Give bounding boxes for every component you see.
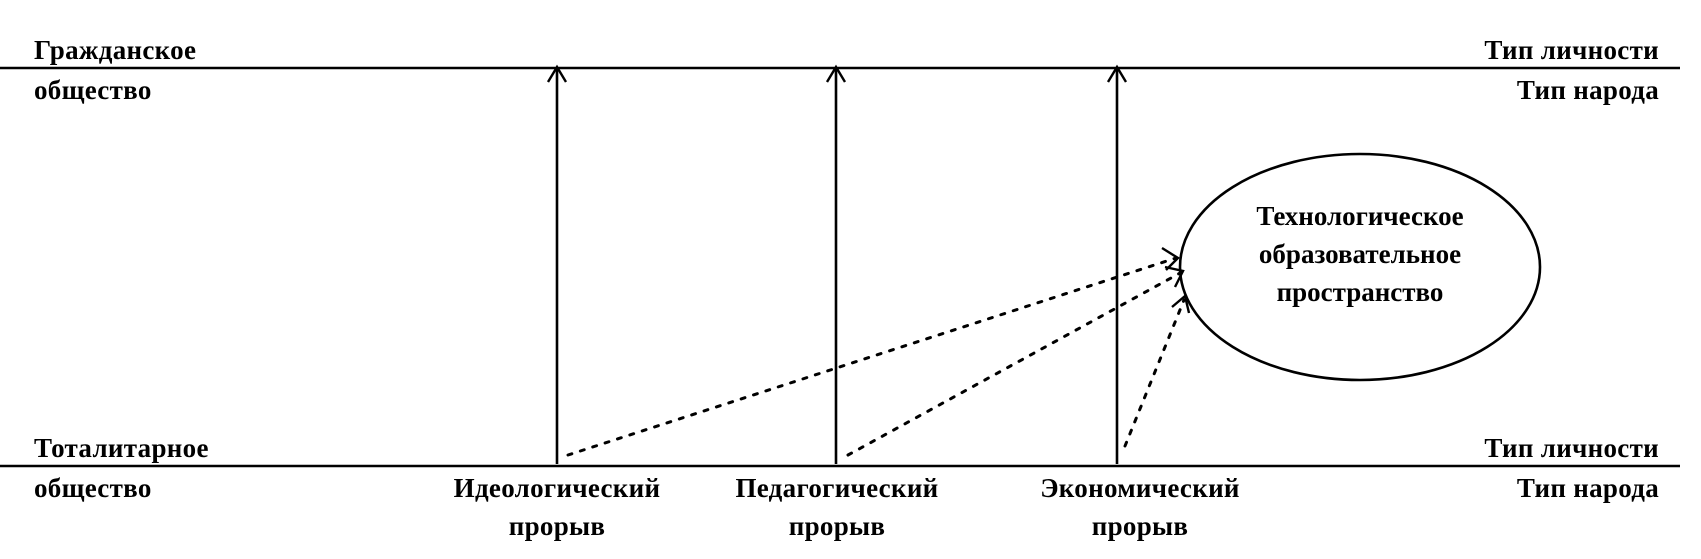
economic-breakthrough-line2: прорыв bbox=[1091, 511, 1189, 541]
pedagogical-breakthrough-label: Педагогический прорыв bbox=[672, 472, 1002, 542]
bottom-right-label-line1: Тип личности bbox=[1484, 433, 1659, 463]
top-right-label-line2: Тип народа bbox=[1516, 75, 1659, 105]
top-left-label-line2: общество bbox=[34, 75, 152, 105]
top-right-label-line1: Тип личности bbox=[1484, 35, 1659, 65]
technological-space-ellipse bbox=[1178, 152, 1542, 382]
ideological-breakthrough-line2: прорыв bbox=[508, 511, 606, 541]
vertical-arrow-pedagogical bbox=[825, 64, 847, 464]
technological-space-line2: образовательное bbox=[1258, 239, 1462, 269]
technological-space-label: Технологическое образовательное простран… bbox=[1215, 197, 1505, 311]
bottom-left-label-line2: общество bbox=[34, 473, 152, 503]
economic-breakthrough-label: Экономический прорыв bbox=[975, 472, 1305, 542]
technological-space-line1: Технологическое bbox=[1256, 201, 1464, 231]
ideological-breakthrough-label: Идеологический прорыв bbox=[392, 472, 722, 542]
ideological-breakthrough-line1: Идеологический bbox=[453, 473, 661, 503]
dotted-arrow-economic bbox=[1123, 293, 1191, 448]
economic-breakthrough-line1: Экономический bbox=[1040, 473, 1240, 503]
dotted-arrow-ideological bbox=[566, 246, 1180, 457]
top-left-label-line1: Гражданское bbox=[34, 35, 197, 65]
vertical-arrow-ideological bbox=[546, 64, 568, 464]
dotted-arrow-pedagogical bbox=[846, 265, 1185, 457]
bottom-right-label-line2: Тип народа bbox=[1516, 473, 1659, 503]
bottom-left-label-line1: Тоталитарное bbox=[34, 433, 209, 463]
pedagogical-breakthrough-line2: прорыв bbox=[788, 511, 886, 541]
pedagogical-breakthrough-line1: Педагогический bbox=[735, 473, 939, 503]
vertical-arrow-economic bbox=[1106, 64, 1128, 464]
technological-space-line3: пространство bbox=[1276, 277, 1444, 307]
